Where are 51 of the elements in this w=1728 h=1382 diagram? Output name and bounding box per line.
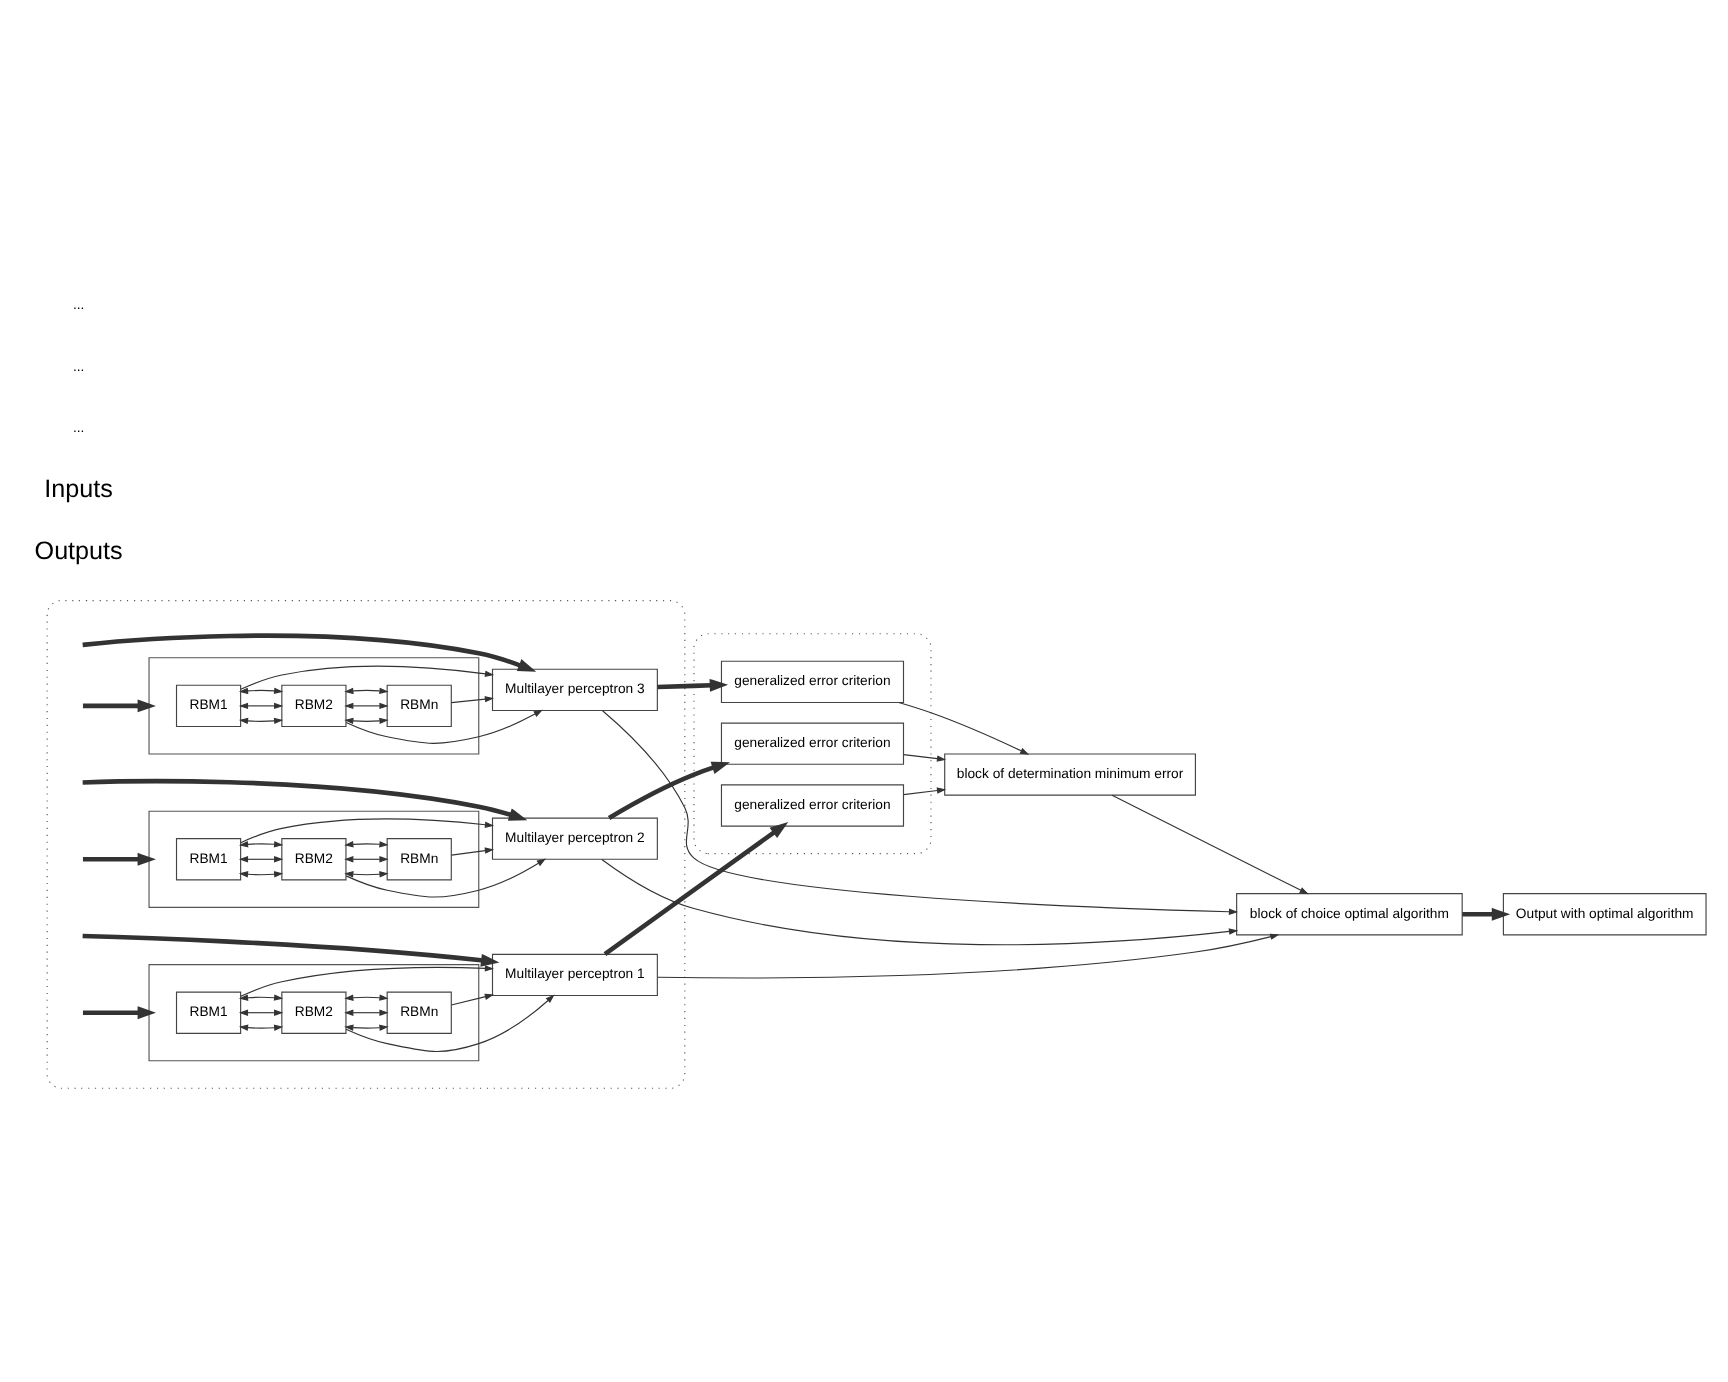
arrow: [450, 993, 494, 1006]
arrow: [450, 695, 495, 704]
arrow: [450, 847, 494, 856]
arrow: [238, 1024, 284, 1031]
arrow: [345, 709, 543, 744]
arrow: [238, 994, 284, 1001]
arrow: [898, 701, 1030, 755]
arrow: [344, 841, 389, 848]
arrow: [82, 852, 156, 866]
arrow: [238, 856, 284, 863]
arrow: [240, 665, 495, 690]
arrow: [238, 1009, 284, 1016]
arrow: [344, 994, 389, 1001]
arrow: [344, 1009, 389, 1016]
arrow: [344, 687, 389, 695]
arrow: [603, 822, 789, 956]
arrow: [903, 754, 947, 762]
arrow: [344, 717, 389, 725]
cluster: [148, 657, 480, 755]
arrow: [903, 787, 947, 796]
cluster: [693, 633, 932, 855]
arrow: [344, 856, 389, 863]
arrow: [601, 858, 1239, 946]
arrow: [1111, 794, 1309, 895]
label: Outputs: [34, 536, 123, 565]
arrow: [238, 702, 284, 710]
cluster: [148, 964, 480, 1062]
arrow: [607, 761, 731, 820]
arrow: [82, 778, 528, 821]
arrow: [602, 710, 1239, 915]
arrow: [238, 717, 284, 725]
arrow: [82, 933, 500, 972]
arrow: [240, 953, 500, 997]
arrow: [82, 699, 156, 713]
arrow: [345, 994, 555, 1052]
arrow: [238, 687, 284, 695]
arrow: [1462, 907, 1511, 921]
arrow: [82, 633, 537, 672]
arrow: [657, 678, 729, 692]
arrow: [657, 933, 1280, 979]
arrow: [238, 841, 284, 848]
label: Inputs: [44, 475, 113, 504]
arrow: [238, 871, 284, 878]
cluster: [46, 600, 686, 1089]
arrow: [344, 871, 389, 878]
arrow: [240, 818, 495, 844]
arrow: [345, 858, 547, 898]
arrow: [344, 702, 389, 710]
cluster: [148, 810, 480, 908]
arrow: [344, 1024, 389, 1031]
arrow: [82, 1006, 156, 1020]
